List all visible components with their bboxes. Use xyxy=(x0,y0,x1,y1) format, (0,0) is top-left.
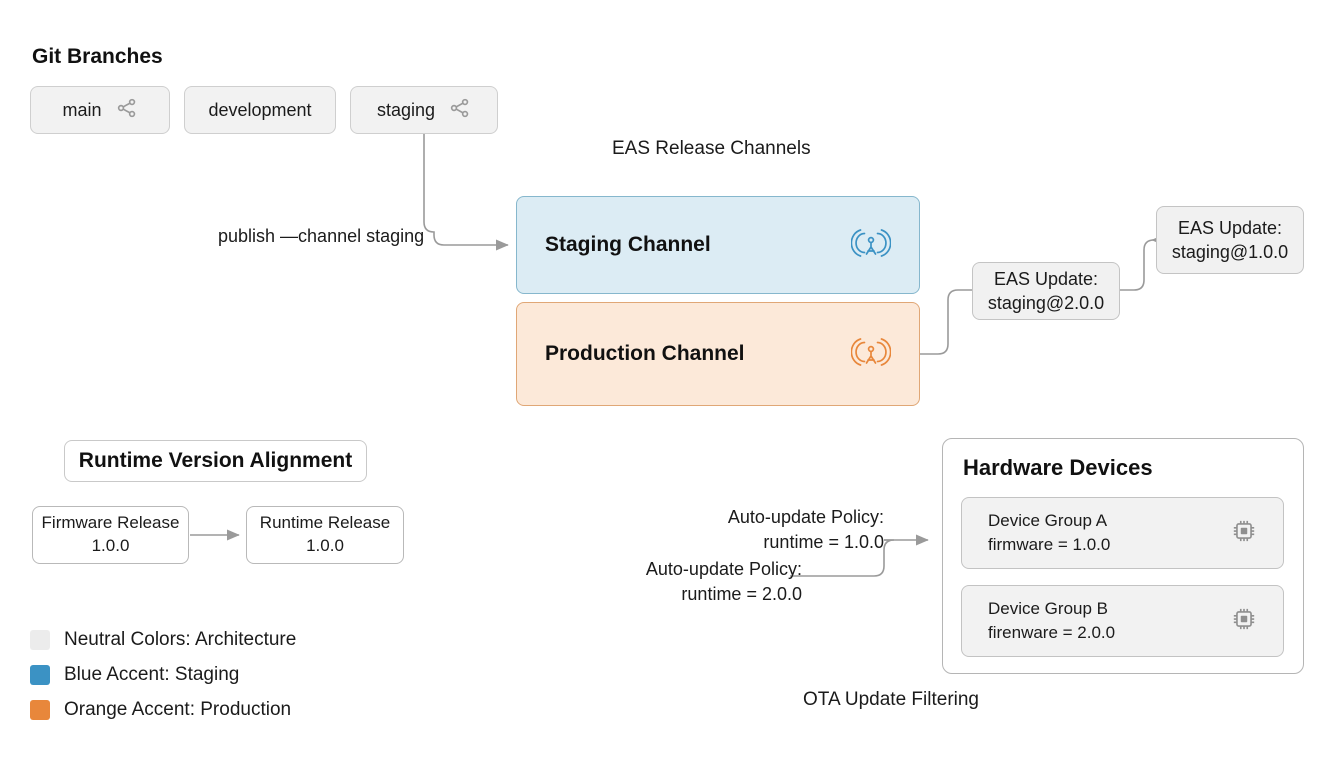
runtime-release-label: Runtime Release xyxy=(259,513,391,533)
git-branch-label: staging xyxy=(376,99,436,120)
legend-swatch-blue xyxy=(30,664,50,685)
microchip-icon xyxy=(1231,606,1257,637)
wire-staging-to-channel xyxy=(423,134,509,251)
auto-update-policy-1: Auto-update Policy: runtime = 1.0.0 xyxy=(584,505,884,555)
eas-update-version: staging@1.0.0 xyxy=(1171,242,1289,262)
broadcast-tower-icon xyxy=(850,335,892,374)
device-group-a-text: Device Group A firmware = 1.0.0 xyxy=(988,509,1231,557)
git-branch-chip-main[interactable]: main xyxy=(30,86,170,134)
git-branch-label: development xyxy=(208,99,312,120)
production-channel-box[interactable]: Production Channel xyxy=(516,302,920,406)
broadcast-tower-icon xyxy=(850,226,892,265)
eas-update-card-staging-1-0-0[interactable]: EAS Update: staging@1.0.0 xyxy=(1156,206,1304,274)
runtime-release-version: 1.0.0 xyxy=(306,536,344,555)
git-branches-title: Git Branches xyxy=(32,45,163,68)
git-branch-chip-staging[interactable]: staging xyxy=(350,86,498,134)
runtime-release-box[interactable]: Runtime Release 1.0.0 xyxy=(246,506,404,564)
device-group-name: Device Group A xyxy=(988,511,1108,531)
device-group-b-row[interactable]: Device Group B firenware = 2.0.0 xyxy=(961,585,1284,657)
legend-row-neutral: Neutral Colors: Architecture xyxy=(30,622,296,657)
eas-update-title: EAS Update: xyxy=(993,268,1099,289)
hardware-devices-title: Hardware Devices xyxy=(963,455,1153,480)
wire-production-to-update2 xyxy=(920,289,972,355)
legend-swatch-orange xyxy=(30,699,50,720)
ota-update-filtering-title: OTA Update Filtering xyxy=(803,689,980,710)
firmware-release-box[interactable]: Firmware Release 1.0.0 xyxy=(32,506,189,564)
git-branch-chip-development[interactable]: development xyxy=(184,86,336,134)
publish-command-label: publish —channel staging xyxy=(218,226,425,246)
policy-runtime: runtime = 2.0.0 xyxy=(681,584,802,605)
eas-update-card-staging-2-0-0[interactable]: EAS Update: staging@2.0.0 xyxy=(972,262,1120,320)
legend: Neutral Colors: Architecture Blue Accent… xyxy=(30,622,296,727)
git-branch-label: main xyxy=(62,99,102,120)
eas-release-channels-title: EAS Release Channels xyxy=(612,138,811,159)
firmware-release-version: 1.0.0 xyxy=(91,536,130,555)
wire-update2-to-update1 xyxy=(1120,234,1164,291)
legend-label-neutral: Neutral Colors: Architecture xyxy=(64,628,297,650)
legend-label-orange: Orange Accent: Production xyxy=(64,698,292,720)
eas-update-title: EAS Update: xyxy=(1177,217,1283,238)
auto-update-policy-2: Auto-update Policy: runtime = 2.0.0 xyxy=(490,557,802,607)
legend-swatch-neutral xyxy=(30,629,50,650)
device-group-a-row[interactable]: Device Group A firmware = 1.0.0 xyxy=(961,497,1284,569)
device-group-b-text: Device Group B firenware = 2.0.0 xyxy=(988,597,1231,645)
eas-update-version: staging@2.0.0 xyxy=(987,293,1105,313)
legend-row-orange: Orange Accent: Production xyxy=(30,692,296,727)
microchip-icon xyxy=(1231,518,1257,549)
firmware-release-label: Firmware Release xyxy=(41,513,180,533)
policy-title: Auto-update Policy: xyxy=(645,559,802,579)
share-nodes-icon xyxy=(449,97,471,124)
runtime-alignment-title-box: Runtime Version Alignment xyxy=(64,440,367,482)
legend-label-blue: Blue Accent: Staging xyxy=(64,663,240,685)
policy-runtime: runtime = 1.0.0 xyxy=(763,532,884,553)
device-firmware-version: firmware = 1.0.0 xyxy=(988,535,1111,554)
staging-channel-label: Staging Channel xyxy=(545,233,711,256)
device-firmware-version: firenware = 2.0.0 xyxy=(988,623,1116,642)
share-nodes-icon xyxy=(116,97,138,124)
staging-channel-box[interactable]: Staging Channel xyxy=(516,196,920,294)
runtime-alignment-title: Runtime Version Alignment xyxy=(78,449,353,472)
policy-title: Auto-update Policy: xyxy=(727,507,884,527)
device-group-name: Device Group B xyxy=(988,599,1108,619)
production-channel-label: Production Channel xyxy=(545,342,745,365)
legend-row-blue: Blue Accent: Staging xyxy=(30,657,296,692)
